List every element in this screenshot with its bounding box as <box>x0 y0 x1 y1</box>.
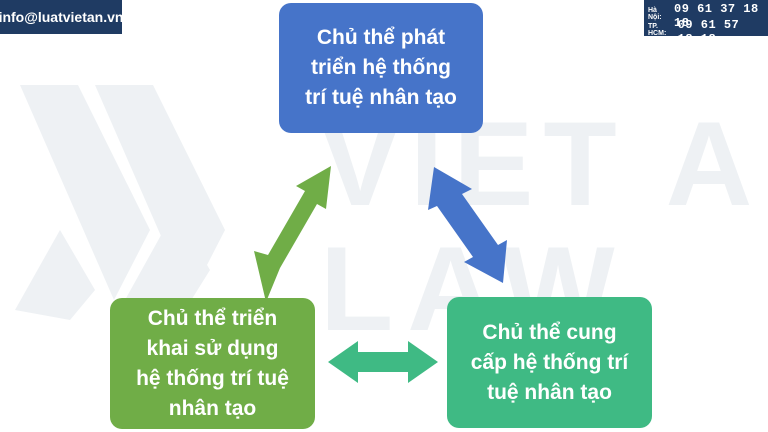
arrow-deployer-provider <box>328 341 438 383</box>
email-text[interactable]: info@luatvietan.vn <box>0 9 124 25</box>
watermark-logo-shape <box>15 230 95 320</box>
hotline-label: Hà Nội: <box>648 7 662 21</box>
hotline-badge: Hà Nội: 09 61 37 18 18 TP. HCM: 09 61 57… <box>644 0 768 46</box>
node-ai-deployer: Chủ thể triển khai sử dụng hệ thống trí … <box>110 298 315 429</box>
arrow-developer-provider <box>428 167 507 283</box>
node-ai-developer: Chủ thể phát triển hệ thống trí tuệ nhân… <box>279 3 483 133</box>
hotline-row-hcm[interactable]: TP. HCM: 09 61 57 18 18 <box>648 18 762 46</box>
hotline-label: TP. HCM: <box>648 23 667 37</box>
email-badge[interactable]: info@luatvietan.vn <box>0 0 124 34</box>
node-label: Chủ thể phát triển hệ thống trí tuệ nhân… <box>305 26 457 109</box>
hotline-row-hanoi[interactable]: Hà Nội: 09 61 37 18 18 <box>648 2 762 30</box>
node-ai-provider: Chủ thể cung cấp hệ thống trí tuệ nhân t… <box>447 297 652 428</box>
hotline-number[interactable]: 09 61 57 18 18 <box>677 18 740 46</box>
watermark-logo-shape <box>125 210 210 310</box>
node-label: Chủ thể cung cấp hệ thống trí tuệ nhân t… <box>470 320 629 404</box>
watermark-logo-shape <box>20 85 150 300</box>
node-label: Chủ thể triển khai sử dụng hệ thống trí … <box>136 306 289 420</box>
hotline-number[interactable]: 09 61 37 18 18 <box>674 2 759 30</box>
arrow-developer-deployer <box>254 166 331 302</box>
